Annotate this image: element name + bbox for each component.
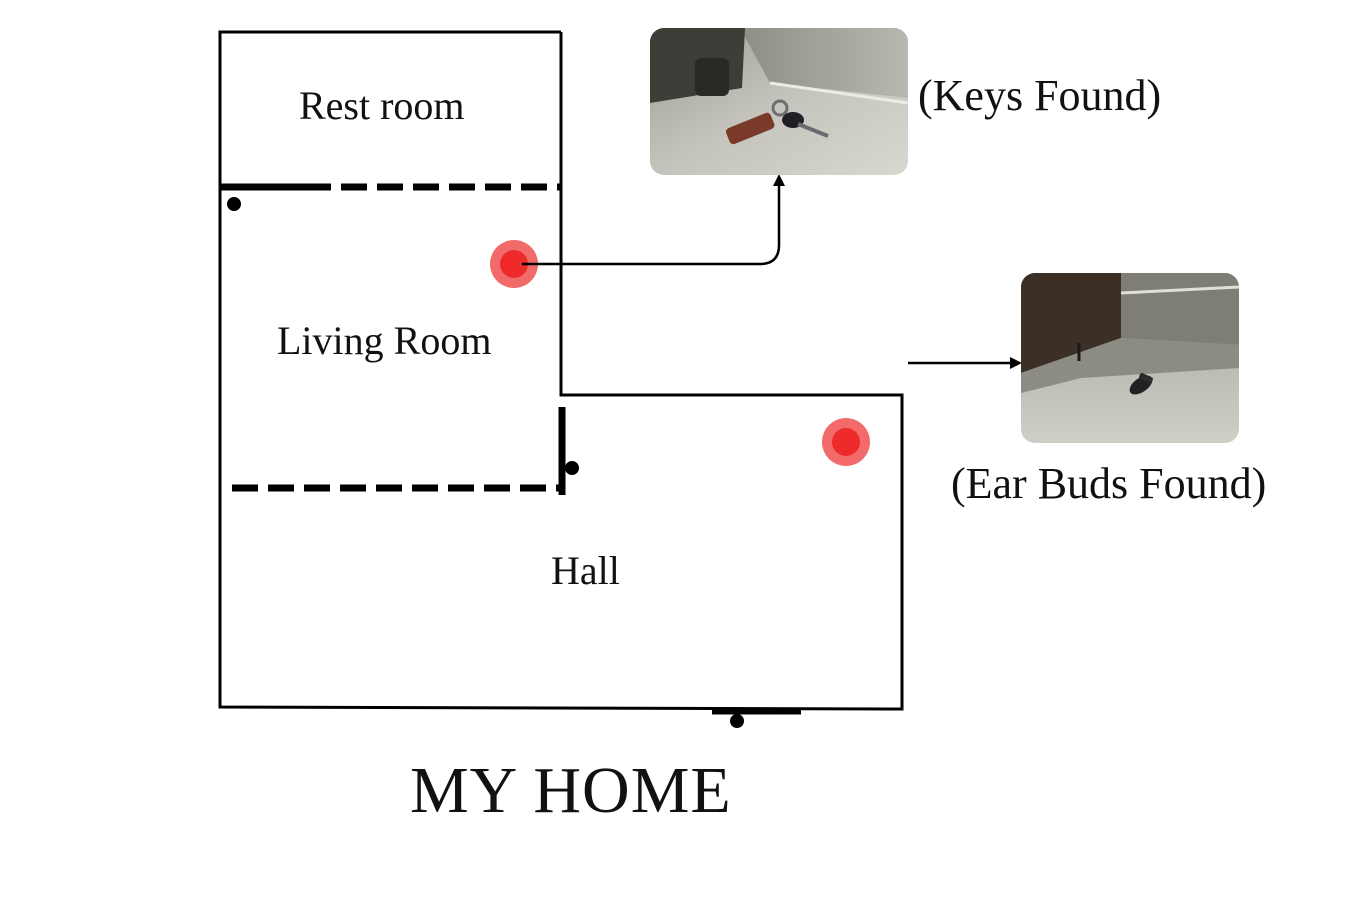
keys-arrow — [522, 184, 781, 266]
room-label-rest-room: Rest room — [299, 83, 465, 128]
room-label-hall: Hall — [551, 548, 620, 593]
room-label-living-room: Living Room — [277, 318, 492, 363]
earbuds-found-caption: (Ear Buds Found) — [951, 459, 1267, 508]
keys-location-marker — [490, 240, 538, 288]
earbuds-photo — [1021, 273, 1239, 443]
earbuds-location-marker — [822, 418, 870, 466]
front-door-hinge — [730, 714, 744, 728]
earbuds-arrowhead — [1010, 357, 1022, 369]
keys-arrowhead — [773, 174, 785, 186]
restroom-door-hinge — [227, 197, 241, 211]
keys-found-caption: (Keys Found) — [918, 71, 1162, 120]
living-hall-door-hinge — [565, 461, 579, 475]
keys-photo — [650, 28, 908, 175]
outer-wall — [218, 30, 904, 711]
diagram-title: MY HOME — [410, 754, 732, 827]
